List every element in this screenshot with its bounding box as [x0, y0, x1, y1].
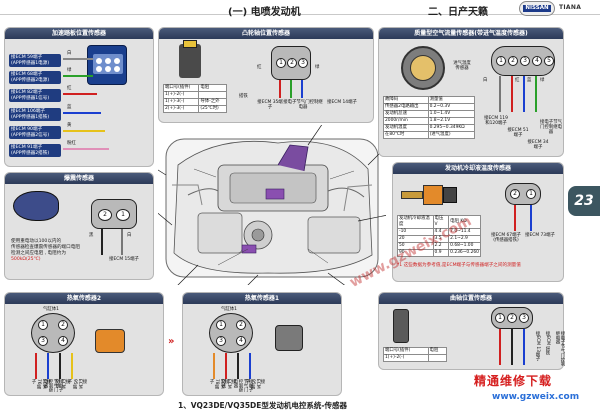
figure-caption: 1、VQ23DE/VQ35DE型发动机电控系统-传感器 [178, 401, 348, 410]
knock-sensor-panel: 爆震传感器 2 1 白 黑 接ECM 15端子 使用重电动以100以内的传感器检… [4, 172, 154, 280]
ho2s1-relay: 接电子节气门控制继电器 [233, 379, 253, 393]
crank-sensor-title: 曲轴位置传感器 [379, 293, 563, 304]
footer-url: www.gzweix.com [492, 392, 580, 402]
accel-wire-white: 白 [67, 51, 72, 56]
ho2s2-ecm-76: 接ECM 76端子 [31, 379, 51, 389]
accel-label-68: 接ECM 68端子(APP传感器2电源) [9, 71, 61, 84]
accel-label-90: 接ECM 90端子(APP传感器2信号) [9, 126, 61, 139]
accel-label-91: 接ECM 91端子(APP传感器2搭铁) [9, 144, 61, 157]
accel-wire-yellow: 黄 [67, 123, 72, 128]
model-name: TIANA [559, 4, 582, 11]
maf-ecm-34: 接ECM 34端子 [527, 140, 549, 150]
ect-ecm-73: 接ECM 73端子 [525, 233, 555, 238]
accel-label-106: 接ECM 106端子(APP传感器1搭铁) [9, 108, 61, 121]
ho2s2-cylinder-bank: 气缸体1 [43, 307, 59, 312]
accel-wire-blue: 蓝 [67, 105, 72, 110]
maf-sensor-image [401, 46, 445, 90]
accel-wire-red: 红 [67, 86, 72, 91]
ho2s2-ecm-95: 接ECM 95端子 [67, 379, 87, 389]
knock-ecm-15: 接ECM 15端子 [109, 257, 139, 262]
ect-title: 发动机冷却液温度传感器 [393, 163, 563, 174]
cam-wire-green: 绿 [315, 65, 320, 70]
arrow-icon: » [168, 336, 175, 347]
ect-ecm-67: 接ECM 67端子(传感器搭铁) [491, 233, 521, 243]
ho2s2-ground: 接ECM 搭铁 [55, 379, 70, 389]
maf-panel: 质量型空气流量传感器(带进气温度传感器) 进气温度 传感器 1 2 3 4 5 … [378, 27, 564, 157]
accel-label-59: 接ECM 59端子(APP传感器1电源) [9, 54, 61, 67]
knock-wire-black: 黑 [89, 233, 94, 238]
engine-illustration [158, 125, 386, 285]
accel-wire-pink: 粉红 [67, 141, 76, 146]
cam-ecm-35: 接ECM 35端子 [257, 100, 283, 110]
knock-note: 使用重电动以100以内的传感器检查爆震传感器的端口电阻 检测之间应电阻 , 电阻… [11, 239, 80, 262]
crank-resistance-table: 端口号(插件)电阻 1(+)-2(-) [383, 347, 447, 362]
crank-ecm-13: 接ECM 13端子 [535, 331, 540, 361]
maf-ecm-51: 接ECM 51端子 [507, 128, 529, 138]
chapter-title: 二、日产天籁 [428, 7, 488, 18]
maf-relay: 接电子节气门控制继电器 [540, 120, 562, 135]
knock-connector: 2 1 [91, 199, 137, 229]
knock-sensor-title: 爆震传感器 [5, 173, 153, 184]
cam-sensor-panel: 凸轮轴位置传感器 端口号(插件)电阻 1(+)-2(-) 1(+)-3(-)导体… [158, 27, 374, 123]
maf-ecm-119-120: 接ECM 119和120端子 [484, 116, 508, 126]
accel-pedal-panel: 加速踏板位置传感器 接ECM 59端子(APP传感器1电源) 接ECM 68端子… [4, 27, 154, 167]
crank-relay: 接电子节气门控制继电器 [555, 331, 565, 367]
ho2s1-title: 热氧传感器1 [183, 293, 341, 304]
maf-title: 质量型空气流量传感器(带进气温度传感器) [379, 28, 563, 39]
knock-sensor-image [13, 191, 59, 221]
crank-sensor-image [393, 309, 409, 343]
footer-site-name: 精通维修下载 [474, 374, 553, 388]
accel-label-82: 接ECM 82端子(APP传感器1信号) [9, 89, 61, 102]
cam-wire-red: 红 [257, 65, 262, 70]
ho2s1-ground: 接ECM 搭铁 [221, 379, 236, 389]
ho2s1-ecm-95: 接ECM 95端子 [245, 379, 265, 389]
crank-ground: 接ECM 搭铁 [545, 331, 550, 356]
maf-wire-white: 白 [483, 78, 488, 83]
ho2s2-title: 热氧传感器2 [5, 293, 163, 304]
maf-intake-temp-label: 进气温度 传感器 [453, 61, 471, 71]
cam-sensor-image [179, 40, 201, 78]
ho2s2-relay: 接电子节气门控制继电器 [43, 379, 63, 393]
accel-wire-green: 绿 [67, 68, 72, 73]
maf-wire-blue: 蓝 [527, 78, 532, 83]
maf-connector: 1 2 3 4 5 [491, 46, 555, 76]
maf-wire-red: 红 [515, 78, 520, 83]
ect-connector: 2 1 [505, 183, 541, 205]
accel-connector [87, 45, 127, 85]
cam-relay: 接电子节气门控制继电器 [283, 100, 323, 110]
nissan-logo: NISSAN [519, 1, 555, 16]
ect-note: *1 这些数据为参考值,是ECM端子与传感器端子之间的测量值 [397, 263, 521, 268]
cam-ecm-14: 接ECM 14端子 [327, 100, 357, 105]
ho2s1-ecm-78: 接ECM 78端子 [209, 379, 229, 389]
section-title: (一) 电喷发动机 [228, 7, 301, 18]
maf-wire-green: 绿 [540, 78, 545, 83]
ect-sensor-image [401, 183, 457, 207]
cam-sensor-title: 凸轮轴位置传感器 [159, 28, 373, 39]
cam-ground: 搭铁 [239, 94, 248, 99]
page-number: 23 [568, 186, 600, 216]
cam-resistance-table: 端口号(插件)电阻 1(+)-2(-) 1(+)-3(-)导体-之外 2(+)-… [162, 84, 227, 113]
header-rule [0, 14, 600, 15]
accel-pedal-title: 加速踏板位置传感器 [5, 28, 153, 39]
ho2s1-cylinder-bank: 气缸体1 [221, 307, 237, 312]
cam-connector: 1 2 3 [271, 46, 311, 80]
knock-wire-white: 白 [127, 233, 132, 238]
